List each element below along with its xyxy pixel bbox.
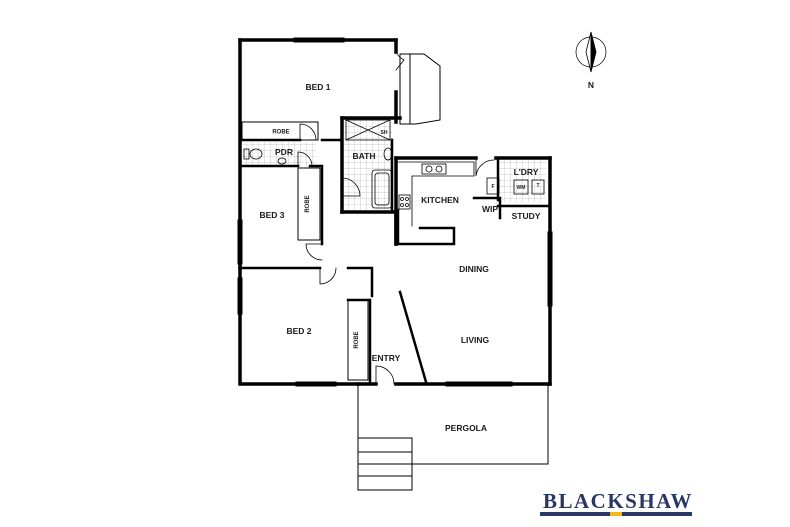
label-robe-bed2: ROBE [354,331,360,348]
compass-label: N [588,80,594,90]
label-bed3: BED 3 [259,210,284,220]
label-living: LIVING [461,335,490,345]
pdr-tiles [242,142,316,166]
label-wip: WIP [482,204,498,214]
label-entry: ENTRY [372,353,401,363]
label-shower: SH [381,130,388,136]
pergola-outline [357,385,549,491]
label-bed1: BED 1 [305,82,330,92]
label-pergola: PERGOLA [445,423,487,433]
label-study: STUDY [512,211,541,221]
label-washing-machine: WM [517,185,526,191]
brand-accent [609,512,622,516]
windows [237,37,553,387]
bath-tiles [344,118,392,210]
brand-underline [540,512,692,516]
label-bed2: BED 2 [286,326,311,336]
label-bath: BATH [353,151,376,161]
label-robe-bed3: ROBE [305,195,311,212]
exterior-walls [238,38,552,386]
fixtures [243,119,545,227]
label-dining: DINING [459,264,489,274]
label-laundry: L'DRY [514,167,539,177]
robe-outlines [241,121,369,381]
label-pdr: PDR [275,147,293,157]
laundry-tiles [498,160,546,202]
label-fridge: F [491,184,494,190]
deck-glass [399,53,441,125]
brand-logo: BLACKSHAW [542,489,694,513]
label-kitchen: KITCHEN [421,195,459,205]
label-robe-bed1: ROBE [272,130,289,136]
north-arrow-icon [575,31,607,73]
label-tub: T [536,183,539,189]
